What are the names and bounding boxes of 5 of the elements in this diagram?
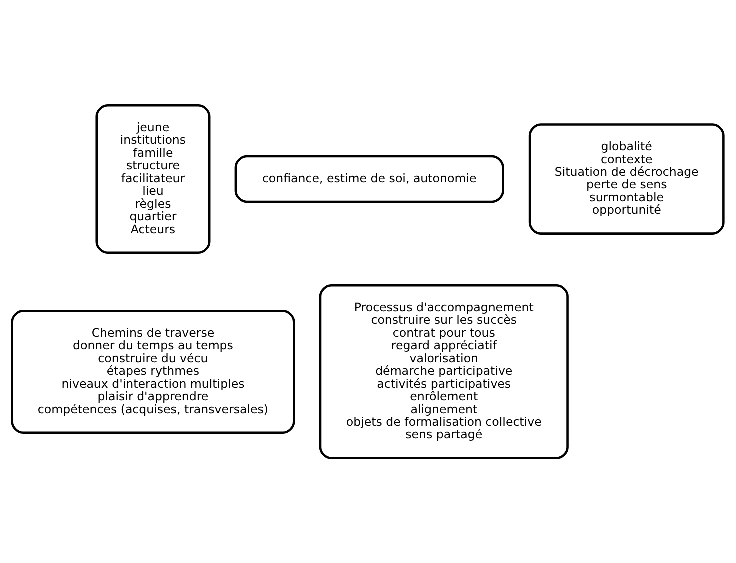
- node-box: Chemins de traverse donner du temps au temps construire du vécu étapes rythmes niveaux d'interaction multiples plaisir d'apprendre compétences (acquises, transversales): [11, 309, 296, 434]
- node-box: Processus d'accompagnement construire sur les succès contrat pour tous regard appréciatif valorisation démarche participative activités participatives enrôlement alignement objets de formalisation collective sens partagé: [319, 284, 569, 459]
- node-box: globalité contexte Situation de décrochage perte de sens surmontable opportunité: [528, 123, 725, 234]
- node-box: confiance, estime de soi, autonomie: [234, 154, 504, 203]
- node-box: jeune institutions famille structure facilitateur lieu règles quartier Acteurs: [96, 104, 211, 254]
